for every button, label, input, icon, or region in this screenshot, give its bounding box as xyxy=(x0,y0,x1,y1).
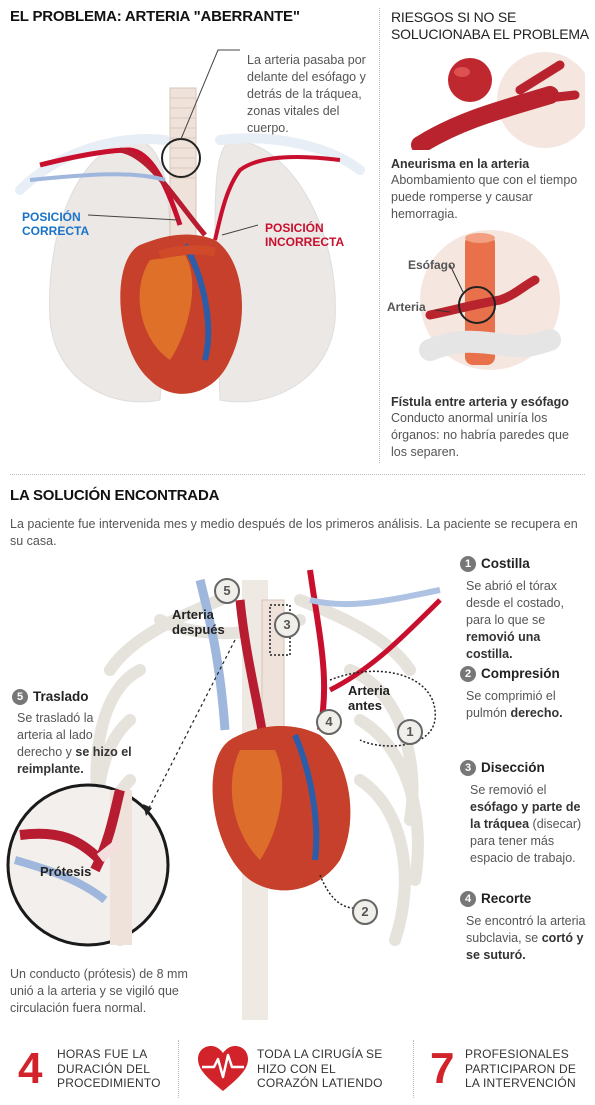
aberrant-artery-illustration xyxy=(15,49,365,403)
step-3-title: Disección xyxy=(481,760,545,775)
step-traslado-text-a: Se trasladó la arteria al lado derecho y xyxy=(17,711,94,759)
step-1-text: Se abrió el tórax desde el costado, para… xyxy=(460,578,590,663)
label-protesis: Prótesis xyxy=(40,864,92,879)
step-2-title: Compresión xyxy=(481,666,560,681)
step-3-number: 3 xyxy=(460,760,476,777)
divider-horizontal xyxy=(10,474,585,475)
stat-divider-1 xyxy=(178,1040,179,1098)
fistula-text: Conducto anormal uniría los órganos: no … xyxy=(391,411,569,459)
step-1-title: Costilla xyxy=(481,556,530,571)
step-4: 4 Recorte Se encontró la arteria subclavi… xyxy=(460,891,592,964)
protesis-note: Un conducto (prótesis) de 8 mm unió a la… xyxy=(10,967,188,1015)
step-3-text-b: esófago y parte de la tráquea xyxy=(470,800,581,832)
label-artery-before: Arteria antes xyxy=(348,683,390,713)
stat-hours-text: HORAS FUE LA DURACIÓN DEL PROCEDIMIENTO xyxy=(57,1047,161,1090)
aneurysm-text: Abombamiento que con el tiempo puede rom… xyxy=(391,173,578,221)
stat-heart-text: TODA LA CIRUGÍA SE HIZO CON EL CORAZÓN L… xyxy=(257,1047,383,1090)
aneurysm-title: Aneurisma en la arteria xyxy=(391,157,530,171)
step-traslado-text: Se trasladó la arteria al lado derecho y… xyxy=(17,710,132,778)
step-4-text-a: Se encontró la arteria subclavia, se xyxy=(466,914,586,946)
step-2: 2 Compresión Se comprimió el pulmón derec… xyxy=(460,666,590,722)
step-2-number: 2 xyxy=(460,666,476,683)
stat-professionals-number: 7 xyxy=(430,1044,455,1093)
solution-title: LA SOLUCIÓN ENCONTRADA xyxy=(10,487,220,504)
label-esofago: Esófago xyxy=(408,258,456,272)
fistula-title: Fístula entre arteria y esófago xyxy=(391,395,569,409)
marker-1: 1 xyxy=(397,719,423,745)
label-artery-after: Arteria después xyxy=(172,607,225,637)
step-traslado-title: Traslado xyxy=(33,689,89,704)
marker-3: 3 xyxy=(274,612,300,638)
step-3-text-c: (disecar) para tener más espacio de trab… xyxy=(470,817,582,866)
label-correct-position: POSICIÓN CORRECTA xyxy=(22,210,90,238)
step-1-text-b: removió una costilla. xyxy=(466,630,541,662)
problem-note: La arteria pasaba por delante del esófag… xyxy=(247,53,366,135)
step-4-text: Se encontró la arteria subclavia, se cor… xyxy=(460,913,592,964)
stat-professionals-text: PROFESIONALES PARTICIPARON DE LA INTERVE… xyxy=(465,1047,577,1090)
step-3-text-a: Se removió el xyxy=(470,783,547,798)
label-arteria: Arteria xyxy=(387,300,426,314)
step-2-text-b: derecho. xyxy=(510,706,563,721)
step-2-text: Se comprimió el pulmón derecho. xyxy=(460,688,590,722)
aneurysm-illustration xyxy=(411,52,585,150)
step-traslado-text-b: se hizo el reimplante. xyxy=(17,745,132,776)
divider-vertical xyxy=(379,8,380,463)
problem-title: EL PROBLEMA: ARTERIA "ABERRANTE" xyxy=(10,8,300,25)
stat-divider-2 xyxy=(413,1040,414,1098)
risks-title: RIESGOS SI NO SE SOLUCIONABA EL PROBLEMA xyxy=(391,9,589,42)
surgery-illustration xyxy=(6,569,442,1020)
marker-2: 2 xyxy=(352,899,378,925)
heart-beat-icon xyxy=(198,1046,248,1091)
stat-hours-number: 4 xyxy=(18,1044,43,1093)
step-1-number: 1 xyxy=(460,556,476,573)
step-4-text-b: cortó y se suturó. xyxy=(466,931,584,963)
marker-5: 5 xyxy=(214,578,240,604)
step-1-text-a: Se abrió el tórax desde el costado, para… xyxy=(466,579,564,628)
step-1: 1 Costilla Se abrió el tórax desde el cos… xyxy=(460,556,590,663)
step-3: 3 Disección Se removió el esófago y parte… xyxy=(460,760,592,867)
step-4-title: Recorte xyxy=(481,891,532,906)
step-traslado-header: 5 Traslado xyxy=(12,689,89,706)
step-traslado-number: 5 xyxy=(12,689,28,706)
step-2-text-a: Se comprimió el pulmón xyxy=(466,689,556,721)
solution-intro: La paciente fue intervenida mes y medio … xyxy=(10,517,578,548)
fistula-illustration xyxy=(419,230,561,370)
step-4-number: 4 xyxy=(460,891,476,908)
step-3-text: Se removió el esófago y parte de la tráq… xyxy=(460,782,592,867)
marker-4: 4 xyxy=(316,709,342,735)
label-incorrect-position: POSICIÓN INCORRECTA xyxy=(265,221,345,249)
